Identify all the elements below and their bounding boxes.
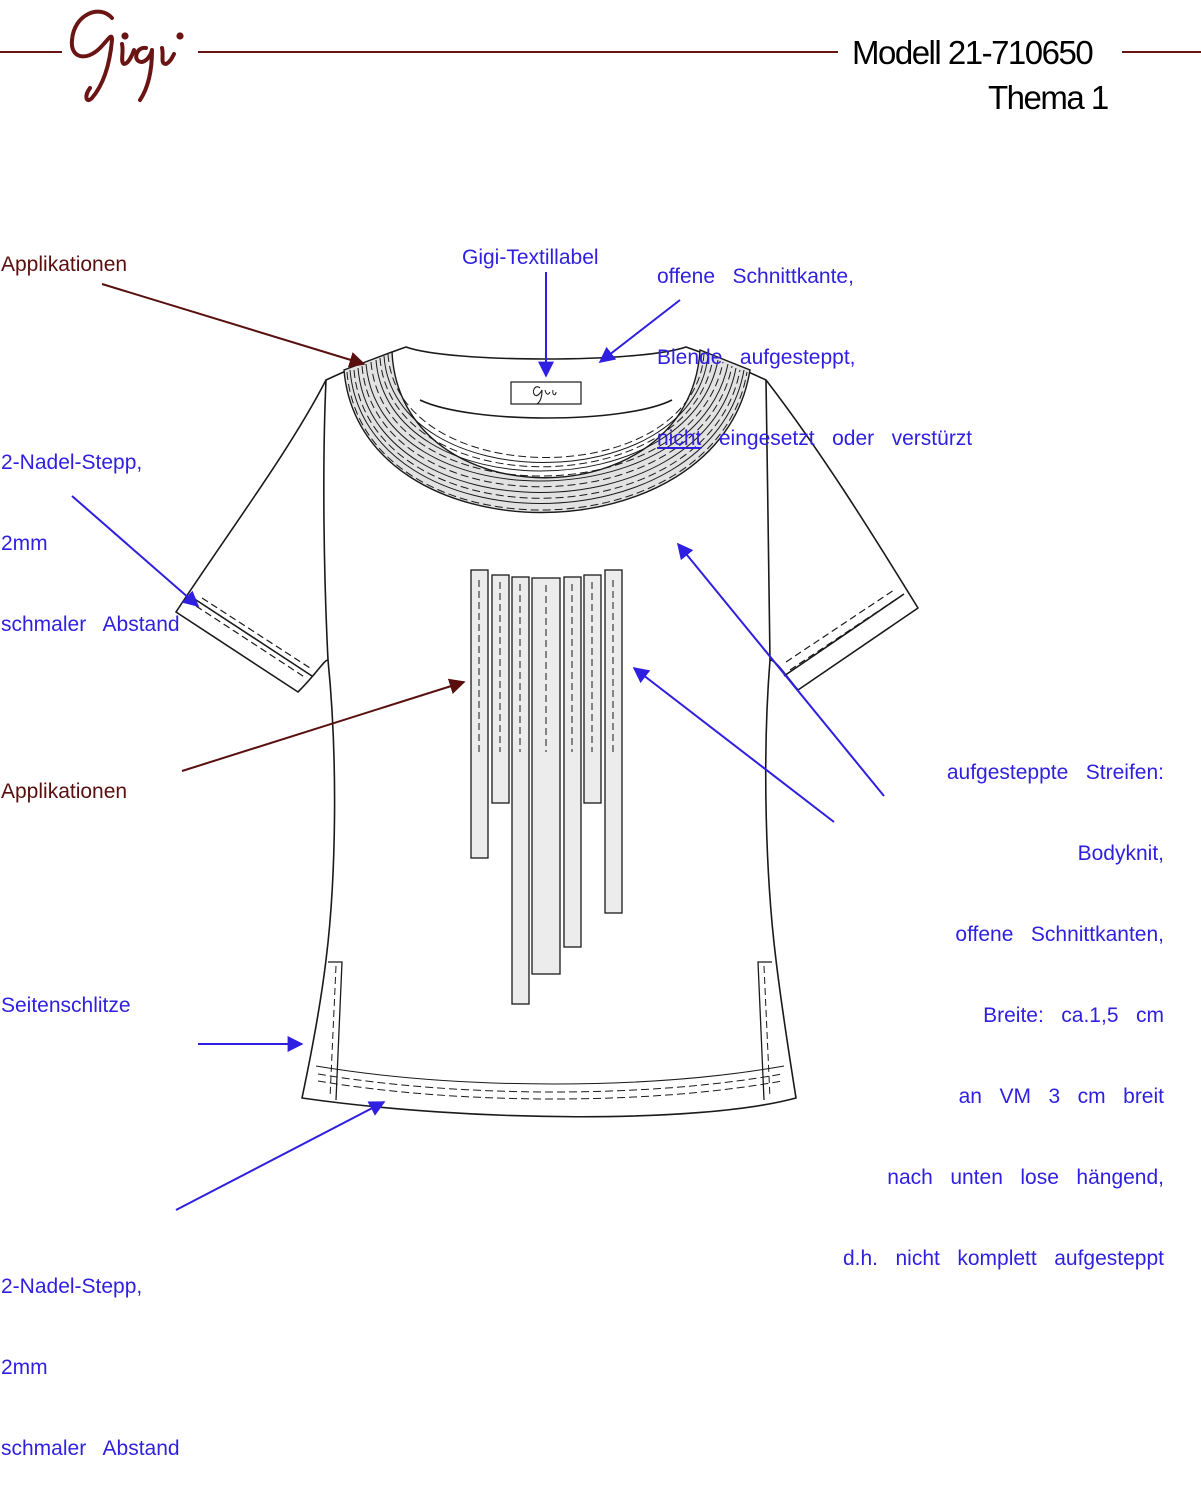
arrow-streifen-strip — [632, 667, 835, 823]
arrow-nadel-hem — [175, 1101, 386, 1211]
label-textillabel: Gigi-Textillabel — [462, 246, 599, 269]
label-nadel-hem: 2-Nadel-Stepp, 2mm schmaler Abstand — [1, 1219, 180, 1489]
sleeve-cuff-left — [189, 595, 313, 677]
back-neck-line — [419, 399, 673, 419]
armhole-seam-right — [765, 379, 771, 661]
armhole-seam-left — [323, 379, 329, 661]
strip-3 — [511, 576, 530, 1005]
streifen-line-1: aufgesteppte Streifen: — [946, 761, 1164, 784]
arrow-streifen-band — [676, 542, 885, 797]
brand-signature-logo — [69, 9, 184, 103]
schnittkante-underlined-word: nicht — [657, 427, 702, 450]
label-applikationen-top: Applikationen — [1, 253, 128, 276]
nadel-sleeve-line-3: schmaler Abstand — [1, 613, 180, 636]
strip-6 — [583, 574, 602, 804]
streifen-line-2: Bodyknit, — [1077, 842, 1164, 865]
header-graphics — [0, 9, 1201, 103]
slit-stitch-right — [763, 965, 771, 1099]
streifen-line-7: d.h. nicht komplett aufgesteppt — [842, 1247, 1164, 1270]
nadel-hem-line-3: schmaler Abstand — [1, 1437, 180, 1460]
arrow-schnittkante — [598, 299, 681, 363]
nadel-sleeve-line-2: 2mm — [1, 532, 48, 555]
schnittkante-line-2: Blende aufgesteppt, — [657, 346, 856, 369]
textile-label-tag — [510, 381, 582, 405]
hem-stitch-2 — [317, 1080, 783, 1100]
strip-5 — [563, 576, 582, 948]
nadel-sleeve-line-1: 2-Nadel-Stepp, — [1, 451, 143, 474]
garment-technical-drawing — [71, 272, 919, 1211]
neckline-applique-bands — [343, 348, 751, 514]
side-slit-right — [757, 961, 772, 1101]
arrow-applikationen-mid — [181, 678, 466, 772]
streifen-line-6: nach unten lose hängend, — [887, 1166, 1164, 1189]
nadel-hem-line-1: 2-Nadel-Stepp, — [1, 1275, 143, 1298]
streifen-line-3: offene Schnittkanten, — [955, 923, 1164, 946]
model-number: Modell 21-710650 — [852, 34, 1094, 71]
strip-2 — [491, 574, 510, 804]
arrow-applikationen-top — [101, 283, 366, 368]
label-applikationen-mid: Applikationen — [1, 780, 128, 803]
label-schnittkante: offene Schnittkante, Blende aufgesteppt,… — [657, 209, 972, 479]
schnittkante-line-3: nicht eingesetzt oder verstürzt — [657, 425, 972, 452]
label-nadel-sleeve: 2-Nadel-Stepp, 2mm schmaler Abstand — [1, 395, 180, 665]
strip-7 — [604, 569, 623, 914]
arrow-nadel-sleeve — [71, 495, 200, 608]
label-streifen: aufgesteppte Streifen: Bodyknit, offene … — [843, 705, 1164, 1299]
theme-title: Thema 1 — [988, 79, 1109, 116]
hem-line — [315, 1065, 785, 1085]
side-slit-left — [328, 961, 343, 1101]
streifen-line-5: an VM 3 cm breit — [958, 1085, 1164, 1108]
strip-4 — [531, 577, 561, 975]
streifen-line-4: Breite: ca.1,5 cm — [983, 1004, 1164, 1027]
label-seitenschlitze: Seitenschlitze — [1, 994, 131, 1017]
nadel-hem-line-2: 2mm — [1, 1356, 48, 1379]
hem-stitch-1 — [317, 1073, 783, 1093]
schnittkante-line-3-rest: eingesetzt oder verstürzt — [701, 427, 973, 450]
schnittkante-line-1: offene Schnittkante, — [657, 265, 854, 288]
